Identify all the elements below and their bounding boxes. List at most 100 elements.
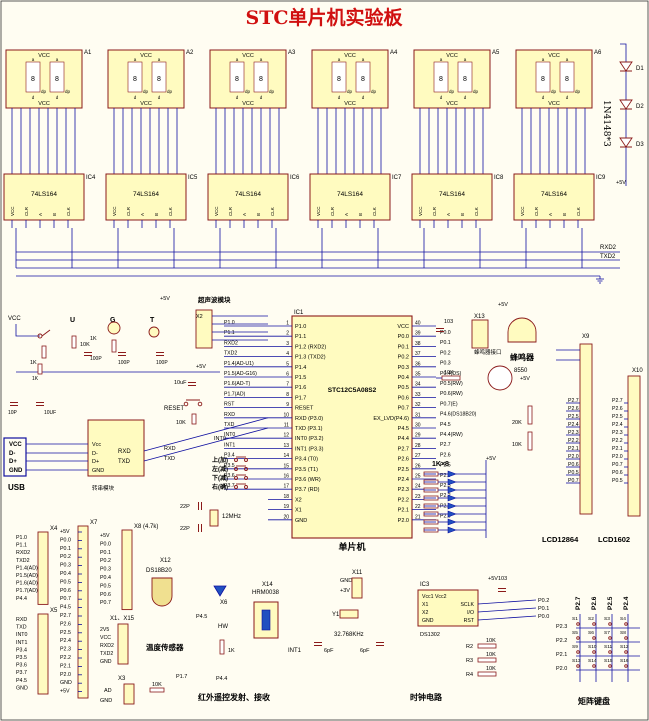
mcu-pin-number: 3 <box>286 341 289 347</box>
key-contact <box>234 458 238 462</box>
header-pin: P1.6(AD) <box>16 581 38 587</box>
driver-part: 74LS164 <box>541 191 567 198</box>
segment-label: a <box>158 57 161 62</box>
bus-label-txd2: TXD2 <box>600 254 616 260</box>
segment-label: d <box>566 95 569 100</box>
ir-receiver-ref: X14 <box>262 582 273 588</box>
lcd12864-pin: P2.3 <box>568 430 579 436</box>
driver-pin-label: VCC <box>418 206 423 216</box>
ir-int-label: INT1 <box>288 648 302 654</box>
lcd12864-pin: P0.5 <box>568 470 579 476</box>
resistor <box>219 639 225 655</box>
driver-pin-label: CLK <box>270 207 275 216</box>
digit-glyph: 8 <box>235 76 239 83</box>
keypad-switch-contact <box>608 636 612 640</box>
net-label: P0.7(E) <box>440 401 458 407</box>
header-pin: P0.1 <box>100 550 111 556</box>
usb-pin-dp: D+ <box>9 459 17 465</box>
led-symbol <box>447 470 457 478</box>
resistor <box>37 363 43 375</box>
header-pin: P0.5 <box>60 579 71 585</box>
segment-label: d <box>134 95 137 100</box>
pot-value: 10K <box>512 442 522 448</box>
keypad-switch: S12 <box>620 644 629 650</box>
capacitor-value: 100P <box>156 360 168 366</box>
segment-label: a <box>260 57 263 62</box>
header-pin: P3.7 <box>16 670 27 676</box>
diode-ref: D1 <box>636 66 644 72</box>
capacitor-value: 100P <box>118 360 130 366</box>
header-pin: P0.3 <box>60 563 71 569</box>
mcu-pin-label: P0.1 <box>398 344 409 350</box>
shift-register-chip <box>513 173 595 221</box>
segment-label: a <box>566 57 569 62</box>
clock-ref: IC3 <box>420 582 430 588</box>
header-pin: AD <box>104 688 112 694</box>
keypad-switch: S2 <box>588 616 594 622</box>
key-contact <box>244 467 248 471</box>
mcu-pin-label: P2.1 <box>398 508 409 514</box>
mcu-pin-label: P2.2 <box>398 497 409 503</box>
led-symbol <box>447 502 457 510</box>
lcd12864-caption: LCD12864 <box>542 535 579 544</box>
capacitor-value: 10UF <box>44 410 56 416</box>
mcu-pin-label: X2 <box>295 497 302 503</box>
header-pin: P1.4(AD) <box>16 565 38 571</box>
mcu-pin-number: 13 <box>283 443 289 449</box>
mcu-pin-label: P0.7 <box>398 406 409 412</box>
mcu-pin-label: P1.7 <box>295 395 306 401</box>
reset-button-contact <box>183 401 189 407</box>
mcu-pin-label: RESET <box>295 406 314 412</box>
mcu-pin-label: X1 <box>295 508 302 514</box>
lcd1602-pin: P0.5 <box>612 478 623 484</box>
resistor-value: 1K <box>228 648 235 654</box>
mcu-pin-label: P3.4 (T0) <box>295 457 318 463</box>
driver-ref: IC7 <box>392 175 402 181</box>
lcd12864-pin: P2.2 <box>568 438 579 444</box>
mcu-pin-number: 10 <box>283 412 289 418</box>
display-ref: A5 <box>492 50 500 56</box>
keypad-switch-contact <box>592 664 596 668</box>
mcu-pin-number: 9 <box>286 402 289 408</box>
keypad-caption: 矩阵键盘 <box>577 696 610 706</box>
keypad-row: P2.1 <box>556 652 567 658</box>
x11-pin: +3V <box>340 588 350 594</box>
module-pin: GND <box>92 468 104 474</box>
seven-segment-display <box>413 49 491 109</box>
crystal-label: 12MHz <box>222 514 241 520</box>
keypad-col: P2.6 <box>591 596 598 610</box>
shift-register-chip <box>105 173 187 221</box>
clock-net-wire <box>477 607 537 613</box>
header-pin: P2.6 <box>60 621 71 627</box>
seven-segment-display <box>107 49 185 109</box>
led-symbol <box>447 510 457 518</box>
clock-net: P0.0 <box>538 614 549 620</box>
mcu-pin-label: INT1 (P3.3) <box>295 446 324 452</box>
segment-label: a <box>464 57 467 62</box>
lcd1602-pin: P2.4 <box>612 422 623 428</box>
diode-ref: D3 <box>636 142 644 148</box>
mcu-pin-number: 21 <box>415 514 421 520</box>
header-pin: TXD <box>16 625 27 631</box>
header-pin: P2.5 <box>60 630 71 636</box>
header-pin: RXD2 <box>16 550 30 556</box>
mcu-pin-label: P2.7 <box>398 446 409 452</box>
sensor-u-label: U <box>70 317 75 324</box>
driver-pin-label: A <box>344 213 349 216</box>
capacitor-value: 10P <box>8 410 18 416</box>
mcu-pin-label: P0.5 <box>398 385 409 391</box>
digit-outline <box>457 61 473 93</box>
driver-pin-label: CLK <box>372 207 377 216</box>
net-label: P2.5 <box>440 463 451 469</box>
display-ref: A2 <box>186 50 194 56</box>
net-label: P1.7(AD) <box>224 391 246 397</box>
digit-outline <box>559 61 575 93</box>
mcu-pin-label: RXD (P3.0) <box>295 416 323 422</box>
driver-ref: IC6 <box>290 175 300 181</box>
lcd12864-pin: P2.7 <box>568 398 579 404</box>
keypad-switch-contact <box>576 650 580 654</box>
keypad-switch-contact <box>592 636 596 640</box>
header-pin: P3.4 <box>16 647 27 653</box>
crystal-cap: 22P <box>180 504 190 510</box>
header-pin: P0.4 <box>60 571 71 577</box>
